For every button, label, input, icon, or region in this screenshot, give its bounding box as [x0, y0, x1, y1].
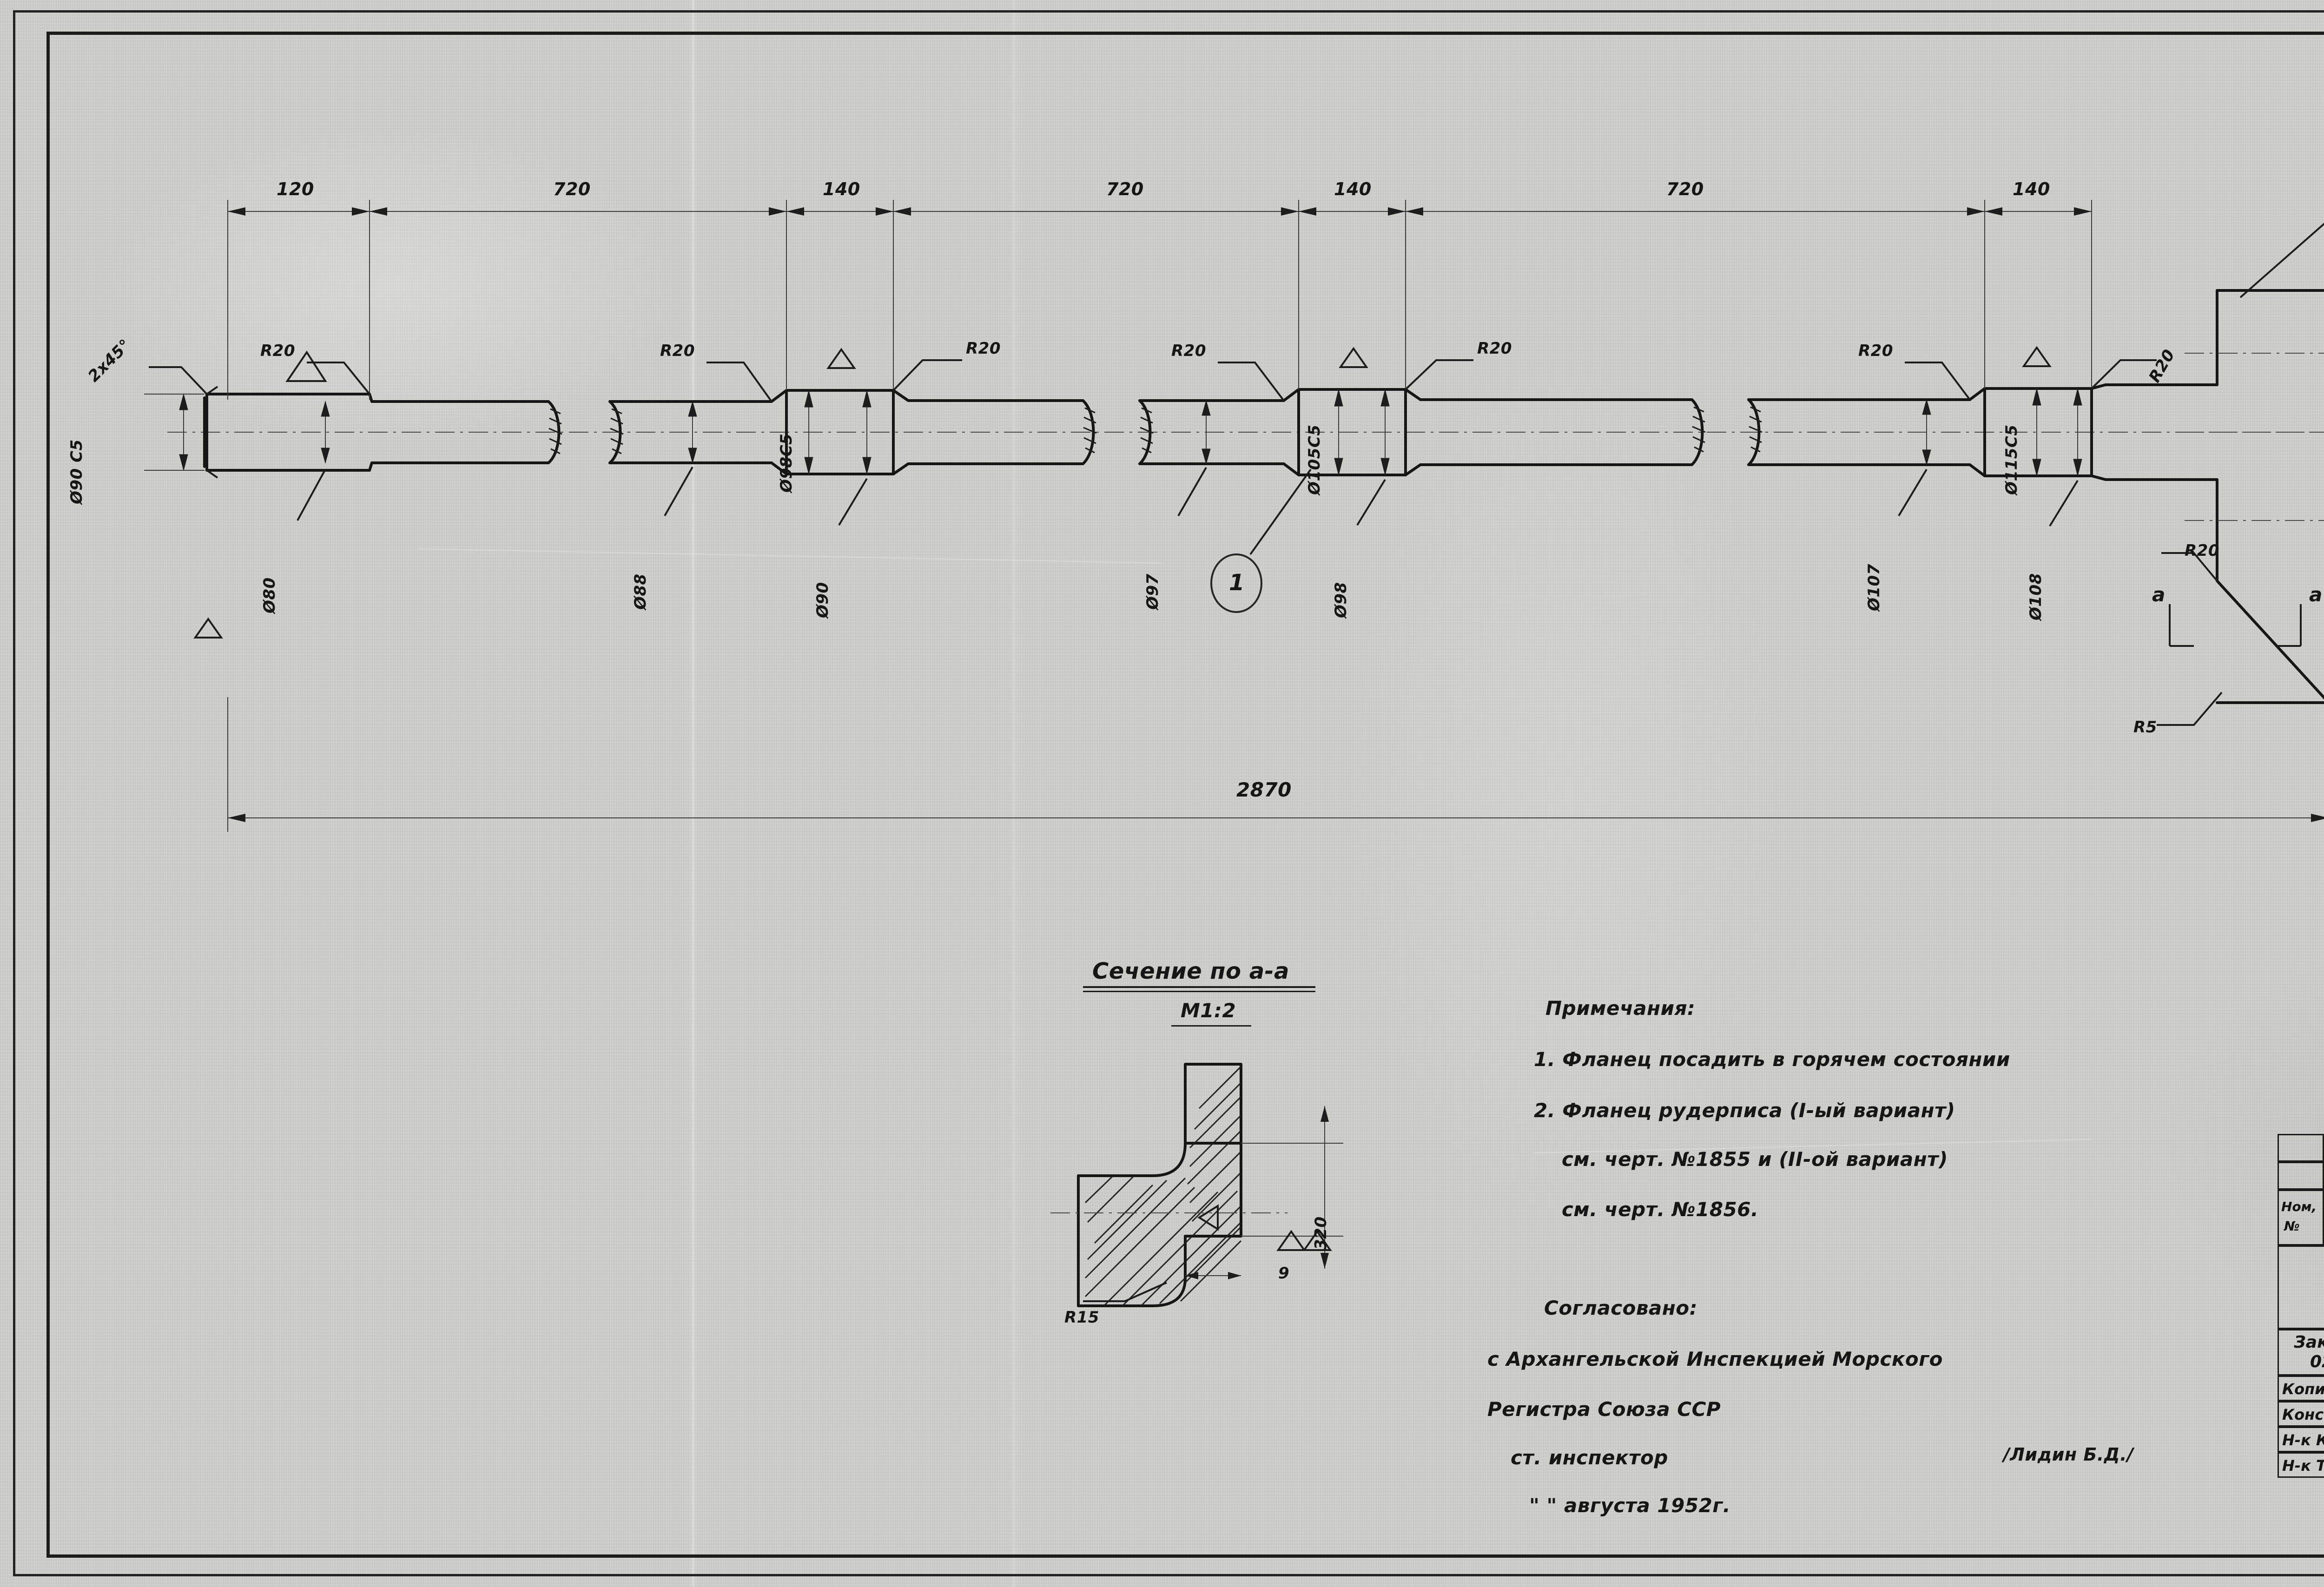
- dia-80: Ø80: [260, 577, 279, 613]
- section-dim-320: 320: [1312, 1216, 1330, 1250]
- section-mark-left: а: [2152, 583, 2166, 606]
- tb-role-cell-0: [2278, 1376, 2324, 1401]
- dim-140a: 140: [823, 179, 860, 199]
- fillet-r20-1: R20: [260, 342, 295, 360]
- fillet-r20-2: R20: [660, 342, 695, 360]
- sheet-border-inner: [46, 32, 2324, 1558]
- note-item-4: см. черт. №1856.: [1562, 1198, 1759, 1221]
- finish-triangles: [193, 346, 2052, 639]
- dim-140b: 140: [1334, 179, 1372, 199]
- dia-97: Ø97: [1143, 573, 1162, 610]
- tb-object-left: [2278, 1245, 2324, 1329]
- diameter-dimensions: [144, 388, 2082, 527]
- fold-crease: [1013, 0, 1015, 1587]
- fillet-leaders: [307, 359, 2223, 726]
- sheet-border-outer: [13, 10, 2324, 1576]
- dim-720b: 720: [1106, 179, 1144, 199]
- dia-115-c5: Ø115С5: [2002, 424, 2021, 495]
- fillet-r20-8: R20: [2185, 541, 2219, 560]
- tb-order-l1: Заказ: [2294, 1333, 2324, 1352]
- tb-role-cell-1: [2278, 1401, 2324, 1427]
- dia-107: Ø107: [1865, 564, 1883, 611]
- tb-role-1: Конструк.: [2282, 1406, 2324, 1423]
- tb-order-cell: [2278, 1329, 2324, 1376]
- dia-98-c5: Ø98С5: [777, 433, 796, 493]
- title-block: 2 Фланец 1 Ст.4 42,0 42,0 1 Рудерпис 1 С…: [2278, 1134, 2324, 1552]
- dia-88: Ø88: [631, 573, 650, 610]
- section-view-a-a: [1050, 1063, 1343, 1307]
- note-item-3: см. черт. №1855 и (II-ой вариант): [1562, 1148, 1948, 1171]
- section-title-underline-2: [1083, 991, 1315, 992]
- tb-hdr-nom-l1: Ном,: [2281, 1199, 2317, 1214]
- approval-date: " " августа 1952г.: [1529, 1494, 1731, 1517]
- tb-order-l2: 02: [2310, 1352, 2324, 1371]
- section-scale: М1:2: [1181, 999, 1236, 1022]
- dia-98b: Ø98: [1332, 582, 1350, 618]
- tb-role-3: Н-к Т.О.: [2282, 1457, 2324, 1475]
- dia-90-c5: Ø90 С5: [67, 439, 86, 504]
- section-dim-9: 9: [1278, 1264, 1290, 1283]
- approval-line1: с Архангельской Инспекцией Морского: [1487, 1348, 1943, 1370]
- overall-length-dimension: [227, 697, 2324, 832]
- section-marks: [2169, 604, 2302, 647]
- chamfer-leader: [149, 366, 208, 395]
- balloon-1: 1: [1229, 570, 1245, 596]
- approval-role: ст. инспектор: [1511, 1446, 1668, 1469]
- tb-hdr-nom-l2: №: [2284, 1218, 2300, 1234]
- fillet-r20-5: R20: [1477, 339, 1512, 358]
- section-mark-right: а: [2309, 583, 2323, 606]
- approval-line2: Регистра Союза ССР: [1487, 1398, 1721, 1421]
- fillet-r20-4: R20: [1171, 342, 1206, 360]
- overall-length-label: 2870: [1236, 778, 1292, 801]
- tb-role-cell-2: [2278, 1427, 2324, 1452]
- tb-cell-nom-1: [2278, 1162, 2324, 1190]
- dia-105-c5: Ø105С5: [1305, 424, 1324, 495]
- dim-140c: 140: [2013, 179, 2050, 199]
- note-item-1: 1. Фланец посадить в горячем состоянии: [1534, 1048, 2010, 1071]
- section-title-underline: [1083, 986, 1315, 988]
- dia-90: Ø90: [813, 582, 832, 618]
- tb-role-0: Копиров.: [2282, 1380, 2324, 1398]
- section-title: Сечение по а-а: [1092, 958, 1289, 984]
- section-scale-underline: [1171, 1025, 1251, 1027]
- fillet-r20-3: R20: [966, 339, 1001, 358]
- section-r15: R15: [1064, 1308, 1099, 1327]
- fillet-r20-6: R20: [1858, 342, 1893, 360]
- dim-720c: 720: [1666, 179, 1704, 199]
- fillet-r5: R5: [2133, 718, 2157, 737]
- tb-role-cell-3: [2278, 1452, 2324, 1478]
- tb-role-2: Н-к К.Б.: [2282, 1431, 2324, 1449]
- top-dimension-chain: [227, 200, 2092, 400]
- tb-hdr-nom: [2278, 1190, 2324, 1245]
- fold-crease: [693, 0, 694, 1587]
- note-item-2: 2. Фланец рудерписа (I-ый вариант): [1534, 1099, 1955, 1122]
- tb-cell-nom-2: [2278, 1134, 2324, 1162]
- dia-108: Ø108: [2027, 573, 2045, 620]
- approval-heading: Согласовано:: [1544, 1297, 1698, 1319]
- dim-720a: 720: [553, 179, 591, 199]
- approval-signer: /Лидин Б.Д./: [2003, 1444, 2134, 1465]
- notes-heading: Примечания:: [1545, 997, 1696, 1020]
- dim-120: 120: [277, 179, 314, 199]
